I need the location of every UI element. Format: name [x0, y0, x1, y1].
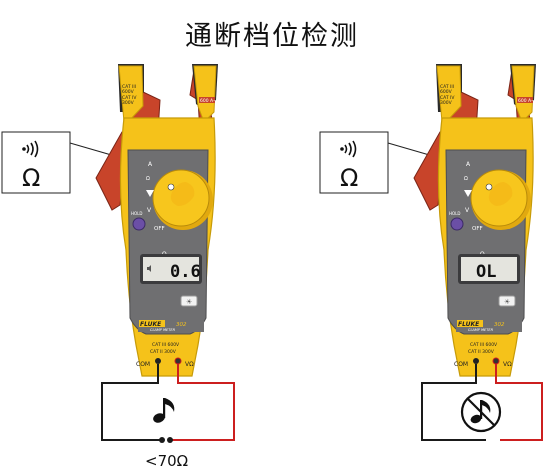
lead-red	[170, 364, 235, 441]
lcd-screen	[143, 257, 199, 281]
com-label: COM	[136, 361, 150, 368]
dial-triangle-icon	[146, 190, 154, 197]
dial-pointer-dot	[485, 183, 493, 191]
music-note-icon	[153, 398, 175, 423]
ohm-symbol: Ω	[22, 164, 40, 192]
terminal-cat-label-1: CAT III 600V	[470, 342, 498, 348]
dial-label-off: OFF	[154, 226, 165, 232]
jaw-amp-label: 600 A~	[518, 98, 535, 104]
vo-jack[interactable]	[174, 357, 182, 365]
lcd-screen	[461, 257, 517, 281]
terminal-cat-label-2: CAT II 300V	[150, 349, 177, 355]
dial-label-volts: V	[147, 207, 152, 214]
brand-label: FLUKE	[458, 321, 480, 328]
jaw-yellow-left	[118, 65, 144, 123]
jaw-yellow-right	[193, 65, 217, 123]
circuit-threshold-label: <70Ω	[145, 452, 188, 470]
com-label: COM	[454, 361, 468, 368]
continuity-beeper-icon	[22, 140, 39, 158]
dial-pointer-dot	[167, 183, 175, 191]
jaw-amp-tag	[517, 97, 533, 103]
probe-tip-red	[167, 437, 173, 443]
clamp-meter-left: CAT III 600V CAT IV 300V 600 A~ A Ω V OF…	[69, 64, 235, 470]
jaw-cat-value-1: 600V	[440, 89, 453, 95]
vo-jack[interactable]	[492, 357, 500, 365]
model-label: 302	[494, 322, 505, 328]
hold-label: HOLD	[131, 211, 142, 216]
clamp-meter-right: CAT III 600V CAT IV 300V 600 A~ A Ω V OF…	[387, 64, 543, 442]
jaw-yellow-right	[511, 65, 535, 123]
dial-label-amps: A	[148, 161, 153, 168]
backlight-icon: ☀	[504, 298, 510, 306]
hold-button[interactable]	[450, 217, 464, 231]
jaw-cat-value-2: 300V	[122, 100, 135, 106]
lcd-reading: 0.6	[170, 262, 201, 282]
lead-black	[421, 364, 486, 441]
terminal-cat-label-1: CAT III 600V	[152, 342, 180, 348]
continuity-beeper-icon	[340, 140, 357, 158]
dial-label-continuity: Ω	[464, 176, 468, 182]
page-title: 通断档位检测	[185, 21, 359, 52]
jaw-amp-label: 600 A~	[200, 98, 217, 104]
speaker-icon	[147, 265, 151, 272]
brand-label: FLUKE	[140, 321, 162, 328]
backlight-icon: ☀	[186, 298, 192, 306]
jaw-amp-tag	[199, 97, 215, 103]
dial-label-amps: A	[466, 161, 471, 168]
lead-red	[495, 364, 543, 441]
dial-label-continuity: Ω	[146, 176, 150, 182]
no-music-note-icon	[460, 391, 502, 433]
jaw-yellow-left	[436, 65, 462, 123]
callout-box-right: Ω	[319, 131, 389, 194]
backlight-button[interactable]	[180, 295, 198, 307]
subtitle-label: CLAMP METER	[150, 328, 176, 332]
hold-label: HOLD	[449, 211, 460, 216]
jaw-cat-label-2: CAT IV	[440, 95, 455, 101]
probe-tip-black	[159, 437, 165, 443]
jaw-cat-label-2: CAT IV	[122, 95, 137, 101]
callout-box-left: Ω	[1, 131, 71, 194]
vo-label: VΩ	[185, 361, 194, 368]
lead-black	[101, 364, 160, 441]
jaw-cat-value-1: 600V	[122, 89, 135, 95]
vo-label: VΩ	[503, 361, 512, 368]
dial-triangle-icon	[464, 190, 472, 197]
model-label: 302	[176, 322, 187, 328]
backlight-button[interactable]	[498, 295, 516, 307]
com-jack[interactable]	[473, 358, 479, 364]
lcd-reading: OL	[476, 262, 496, 282]
subtitle-label: CLAMP METER	[468, 328, 494, 332]
jaw-cat-value-2: 300V	[440, 100, 453, 106]
ohm-symbol: Ω	[340, 164, 358, 192]
dial-knob-ridge	[170, 182, 195, 206]
jaw-cat-label-1: CAT III	[122, 84, 136, 90]
hold-button[interactable]	[132, 217, 146, 231]
dial-knob-ridge	[488, 182, 513, 206]
brand-plate	[139, 320, 165, 327]
dial-label-volts: V	[465, 207, 470, 214]
dial-label-off: OFF	[472, 226, 483, 232]
terminal-cat-label-2: CAT II 300V	[468, 349, 495, 355]
jaw-cat-label-1: CAT III	[440, 84, 454, 90]
com-jack[interactable]	[155, 358, 161, 364]
brand-plate	[457, 320, 483, 327]
